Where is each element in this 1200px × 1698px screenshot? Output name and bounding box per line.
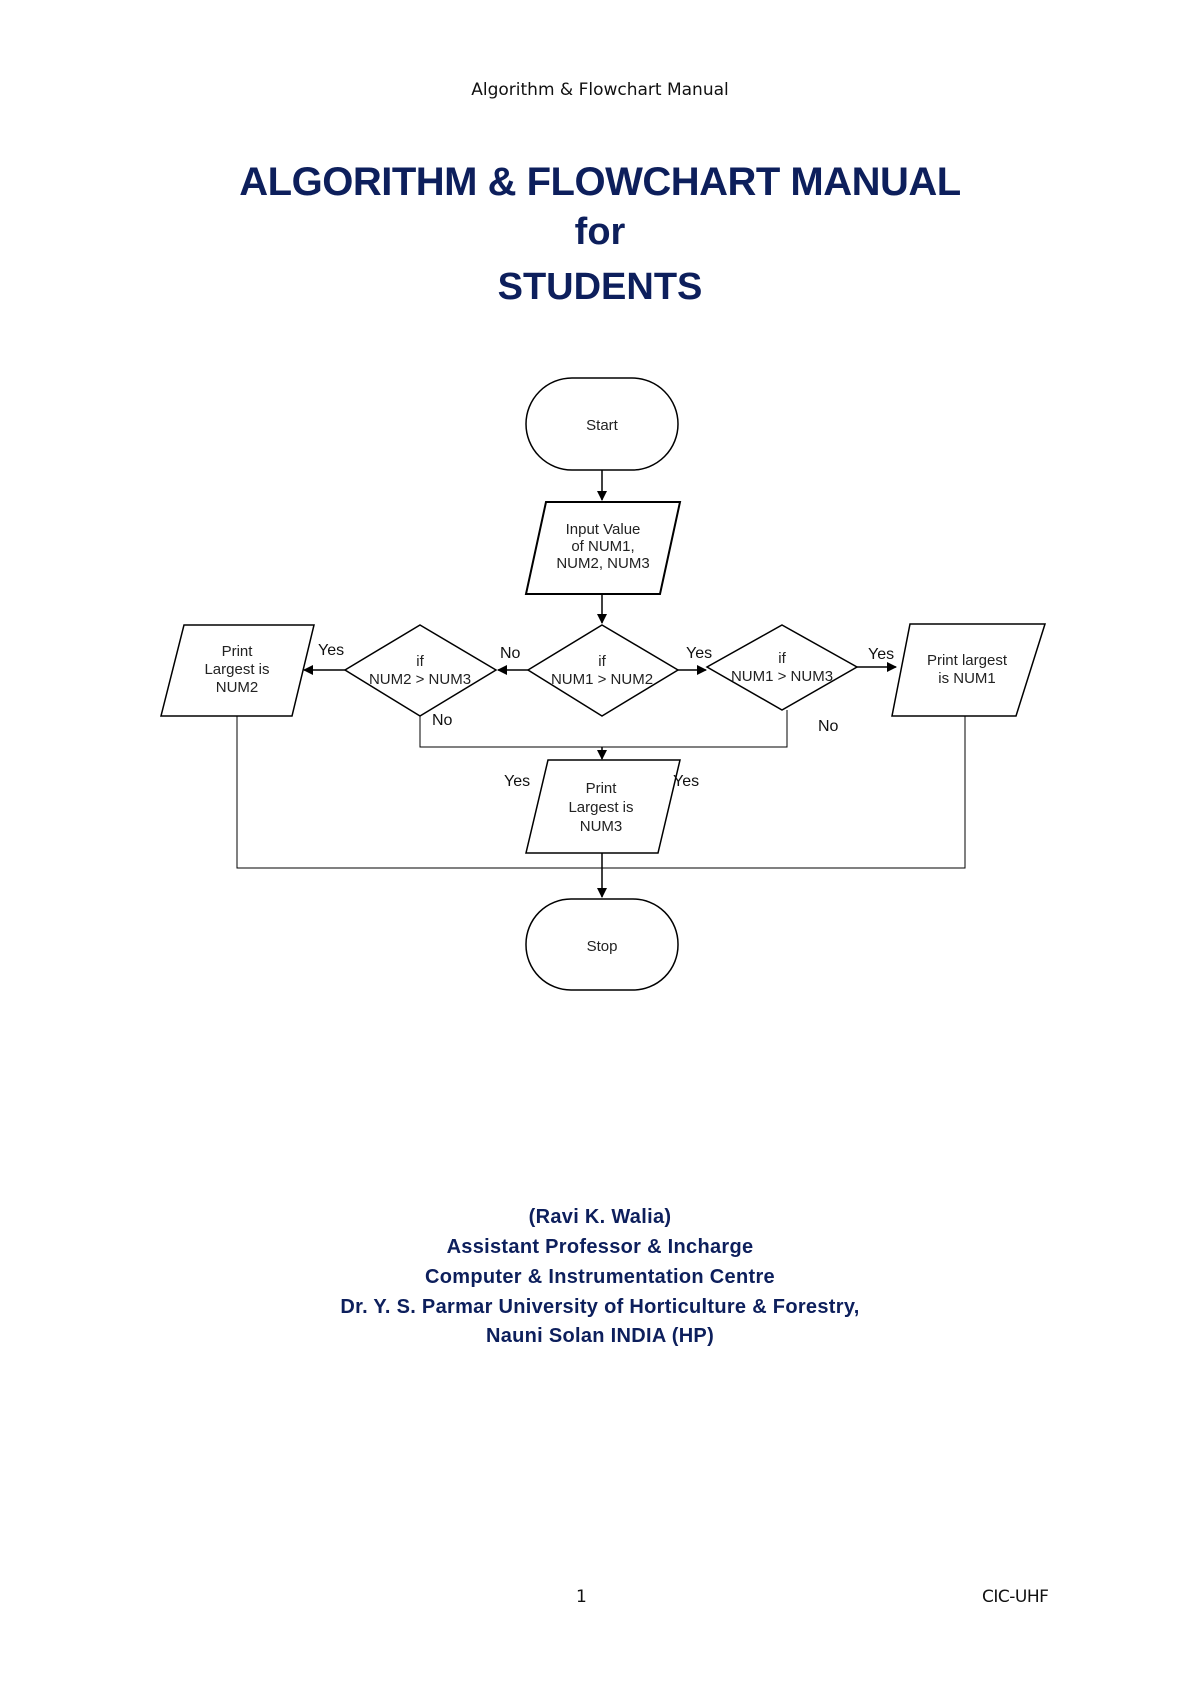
author-location: Nauni Solan INDIA (HP): [485, 1325, 715, 1347]
collector-line: [236, 716, 966, 869]
print-num3-parallelogram: Print Largest is NUM3: [525, 759, 681, 854]
author-designation: Assistant Professor & Incharge: [446, 1236, 754, 1258]
label-no-left: No: [432, 712, 453, 729]
print-num3-line-1: Print: [586, 780, 618, 797]
print-num1-parallelogram: Print largest is NUM1: [891, 623, 1047, 717]
input-line-1: Input Value: [566, 521, 641, 538]
decision-num1-gt-num2: if NUM1 > NUM2: [526, 624, 680, 717]
stop-terminal: Stop: [525, 898, 679, 991]
running-header: Algorithm & Flowchart Manual: [471, 80, 729, 100]
label-yes-center: Yes: [686, 645, 712, 662]
title-line-3: STUDENTS: [497, 266, 703, 308]
start-label: Start: [586, 417, 619, 434]
page-number: 1: [576, 1587, 587, 1607]
title-line-1: ALGORITHM & FLOWCHART MANUAL: [239, 160, 961, 204]
print-num1-line-2: is NUM1: [938, 670, 996, 687]
author-department: Computer & Instrumentation Centre: [425, 1266, 775, 1288]
title-line-2: for: [574, 211, 626, 253]
print-num3-line-3: NUM3: [580, 818, 623, 835]
label-no-right: No: [818, 718, 839, 735]
label-no-center: No: [500, 645, 521, 662]
print-num3-line-2: Largest is: [568, 799, 633, 816]
print-num2-parallelogram: Print Largest is NUM2: [160, 624, 315, 717]
label-yes-left: Yes: [318, 642, 344, 659]
decision-center-line-2: NUM1 > NUM2: [551, 671, 653, 688]
print-num2-line-3: NUM2: [216, 679, 259, 696]
label-yes-num3-left: Yes: [504, 773, 530, 790]
decision-right-line-2: NUM1 > NUM3: [731, 668, 833, 685]
decision-left-line-2: NUM2 > NUM3: [369, 671, 471, 688]
author-university: Dr. Y. S. Parmar University of Horticult…: [340, 1296, 860, 1318]
merge-no-branches: [419, 710, 788, 748]
decision-center-line-1: if: [598, 653, 606, 670]
input-parallelogram: Input Value of NUM1, NUM2, NUM3: [524, 501, 682, 595]
input-line-3: NUM2, NUM3: [556, 555, 649, 572]
label-yes-right: Yes: [868, 646, 894, 663]
start-terminal: Start: [525, 377, 679, 471]
print-num1-line-1: Print largest: [927, 652, 1008, 669]
stop-label: Stop: [587, 938, 618, 955]
label-yes-num3-right: Yes: [673, 773, 699, 790]
decision-num1-gt-num3: if NUM1 > NUM3: [705, 624, 859, 711]
decision-num2-gt-num3: if NUM2 > NUM3: [343, 624, 498, 717]
author-name: (Ravi K. Walia): [528, 1206, 672, 1228]
print-num2-line-1: Print: [222, 643, 254, 660]
input-line-2: of NUM1,: [571, 538, 634, 555]
decision-left-line-1: if: [416, 653, 424, 670]
decision-right-line-1: if: [778, 650, 786, 667]
footer-right-text: CIC-UHF: [982, 1587, 1049, 1607]
print-num2-line-2: Largest is: [204, 661, 269, 678]
